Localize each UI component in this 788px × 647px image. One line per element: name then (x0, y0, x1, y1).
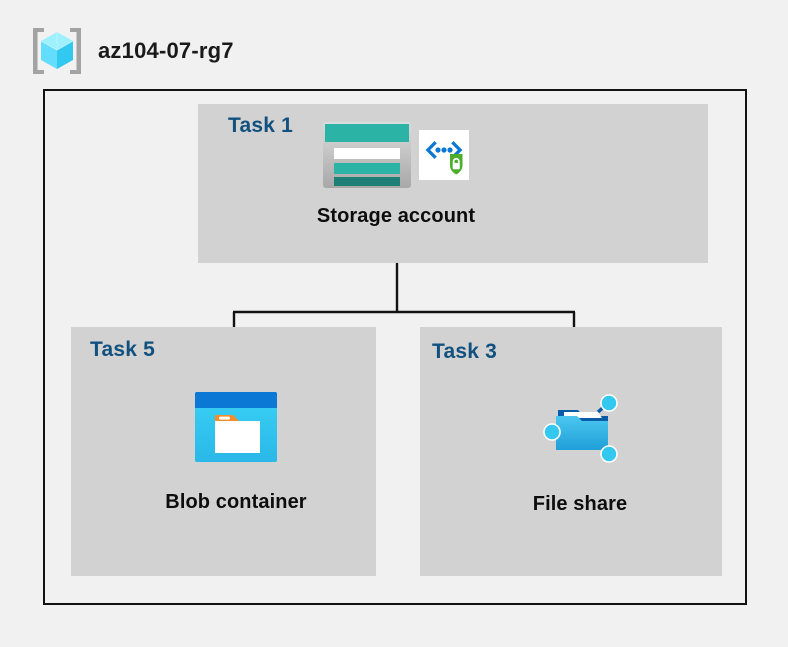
file-share-icon-group (536, 392, 624, 469)
panel-task-3: Task 3 (420, 327, 722, 576)
task-label-1: Task 1 (228, 114, 294, 137)
node-file-share: File share (521, 392, 639, 516)
resource-group-boundary (43, 89, 747, 605)
resource-group-icon (30, 25, 84, 77)
storage-account-icon (323, 122, 411, 193)
file-share-icon (536, 392, 624, 469)
storage-account-icon-group (323, 122, 469, 193)
blob-container-icon-group (195, 392, 277, 467)
storage-account-caption: Storage account (316, 205, 476, 227)
blob-container-icon (195, 392, 277, 467)
secure-endpoint-icon (419, 130, 469, 185)
node-storage-account: Storage account (296, 122, 496, 228)
task-label-3: Task 3 (432, 340, 498, 363)
node-blob-container: Blob container (151, 392, 321, 514)
blob-container-caption: Blob container (165, 491, 307, 513)
resource-group-header: az104-07-rg7 (30, 24, 360, 78)
file-share-caption: File share (532, 493, 628, 515)
task-label-5: Task 5 (90, 338, 156, 361)
resource-group-name: az104-07-rg7 (98, 38, 234, 63)
